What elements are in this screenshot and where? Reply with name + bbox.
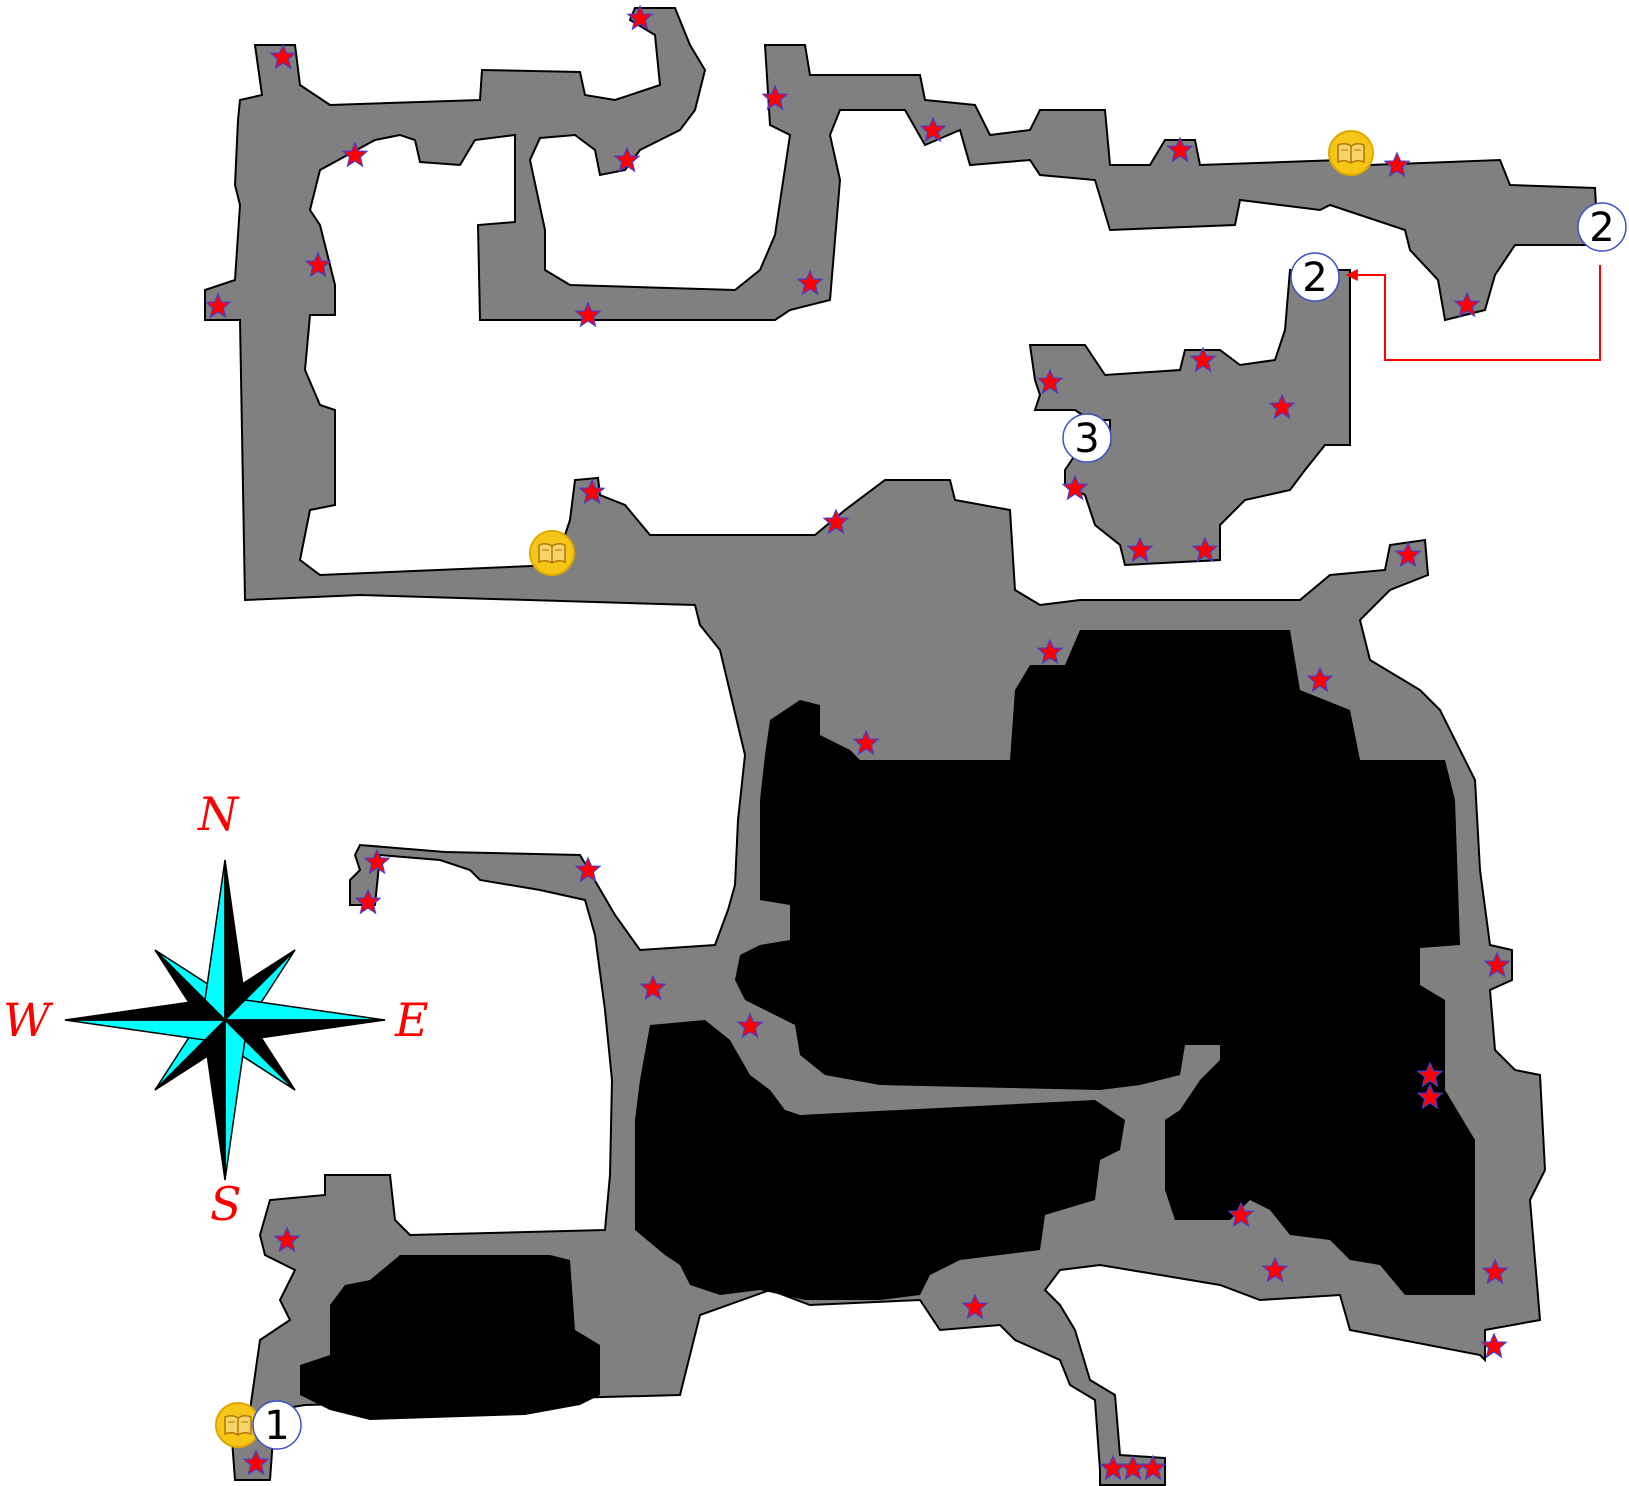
warp-marker-label: 2 xyxy=(1302,255,1327,301)
cave-walls xyxy=(300,630,1475,1420)
book-markers xyxy=(215,130,1374,1448)
warp-marker-1: 1 xyxy=(252,1400,302,1450)
compass-west-label: W xyxy=(3,993,54,1047)
warp-markers: 1 2 2 3 xyxy=(252,202,1627,1450)
warp-marker-circle xyxy=(252,1400,302,1450)
warp-marker-label: 1 xyxy=(264,1403,289,1449)
compass-north-label: N xyxy=(197,787,240,841)
wall-mass-south xyxy=(635,1020,1125,1300)
warp-marker-circle xyxy=(1062,413,1112,463)
book-icon xyxy=(529,530,575,576)
warp-marker-label: 3 xyxy=(1074,416,1099,462)
warp-marker-2: 2 xyxy=(1577,202,1627,252)
book-icon xyxy=(1328,130,1374,176)
compass-rose: N S E W xyxy=(3,787,429,1231)
compass-cardinal-points xyxy=(64,859,386,1181)
wall-mass-central xyxy=(735,630,1475,1295)
book-icon xyxy=(215,1402,261,1448)
wall-mass-southwest xyxy=(300,1255,600,1420)
warp-marker-circle xyxy=(1290,252,1340,302)
warp-marker-4: 3 xyxy=(1062,413,1112,463)
warp-route-arrow xyxy=(1345,265,1601,361)
warp-marker-circle xyxy=(1577,202,1627,252)
compass-east-label: E xyxy=(394,993,429,1047)
compass-south-label: S xyxy=(210,1177,242,1231)
warp-marker-3: 2 xyxy=(1290,252,1340,302)
warp-marker-label: 2 xyxy=(1589,205,1614,251)
